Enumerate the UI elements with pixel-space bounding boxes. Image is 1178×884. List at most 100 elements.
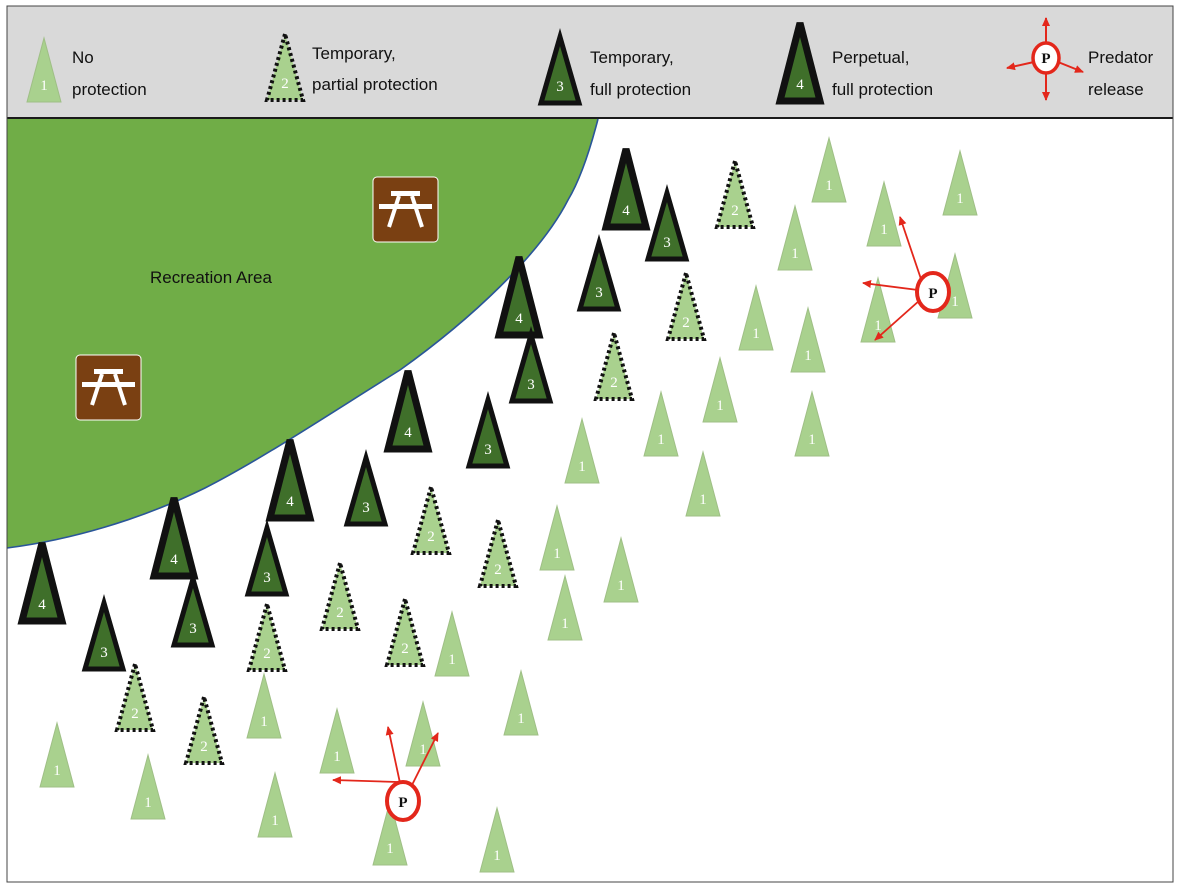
tree-level-1-icon: 1 xyxy=(547,574,583,641)
legend-label-level-1-line1: No xyxy=(72,48,94,67)
tree-level-label: 1 xyxy=(493,848,501,864)
tree-level-label: 2 xyxy=(427,529,435,545)
tree-level-1-icon: 1 xyxy=(319,707,355,774)
tree-level-label: 4 xyxy=(170,552,178,568)
tree-level-label: 1 xyxy=(699,492,707,508)
tree-level-2-icon: 2 xyxy=(665,265,707,341)
tree-level-label: 3 xyxy=(556,79,564,95)
legend-label-level-2-line2: partial protection xyxy=(312,75,438,94)
tree-level-1-icon: 1 xyxy=(539,504,575,571)
tree-level-1-icon: 1 xyxy=(434,610,470,677)
tree-level-3-icon: 3 xyxy=(537,27,583,106)
tree-level-2-icon: 2 xyxy=(714,153,756,229)
tree-level-label: 1 xyxy=(752,326,760,342)
tree-level-3-icon: 3 xyxy=(576,233,622,312)
tree-level-4-icon: 4 xyxy=(494,256,544,339)
tree-level-label: 2 xyxy=(494,562,502,578)
tree-level-1-icon: 1 xyxy=(39,721,75,788)
tree-level-1-icon: 1 xyxy=(738,284,774,351)
tree-level-label: 1 xyxy=(260,714,268,730)
tree-level-label: 3 xyxy=(595,285,603,301)
tree-level-label: 4 xyxy=(622,203,630,219)
tree-level-4-icon: 4 xyxy=(17,542,67,625)
tree-level-label: 3 xyxy=(362,500,370,516)
predator-release-marker: P xyxy=(332,726,439,822)
legend-label-level-3-line2: full protection xyxy=(590,80,691,99)
tree-level-label: 1 xyxy=(825,178,833,194)
predator-symbol: P xyxy=(928,286,937,302)
tree-level-label: 1 xyxy=(386,841,394,857)
tree-level-label: 1 xyxy=(657,432,665,448)
tree-level-label: 2 xyxy=(401,641,409,657)
legend-label-level-4-line2: full protection xyxy=(832,80,933,99)
legend-label-level-2-line1: Temporary, xyxy=(312,44,396,63)
tree-level-label: 2 xyxy=(263,646,271,662)
picnic-table-icon xyxy=(372,176,439,243)
tree-level-label: 1 xyxy=(40,78,48,94)
tree-level-label: 4 xyxy=(796,77,804,93)
legend: 1 2 3 4 No protection Temporary, partial pr… xyxy=(6,5,1174,119)
tree-level-label: 4 xyxy=(404,425,412,441)
tree-level-label: 1 xyxy=(874,318,882,334)
legend-predator-icon: P xyxy=(1006,17,1084,101)
tree-level-3-icon: 3 xyxy=(81,593,127,672)
tree-level-1-icon: 1 xyxy=(257,771,293,838)
tree-level-label: 1 xyxy=(578,459,586,475)
tree-level-label: 3 xyxy=(663,235,671,251)
legend-predator-symbol: P xyxy=(1041,51,1050,67)
tree-level-2-icon: 2 xyxy=(246,596,288,672)
tree-level-2-icon: 2 xyxy=(319,555,361,631)
tree-level-3-icon: 3 xyxy=(244,518,290,597)
tree-level-label: 4 xyxy=(286,494,294,510)
tree-level-1-icon: 1 xyxy=(643,390,679,457)
recreation-area-shape xyxy=(7,119,598,548)
tree-level-label: 1 xyxy=(617,578,625,594)
tree-level-label: 1 xyxy=(553,546,561,562)
legend-label-level-4-line1: Perpetual, xyxy=(832,48,910,67)
tree-level-1-icon: 1 xyxy=(503,669,539,736)
tree-level-3-icon: 3 xyxy=(343,448,389,527)
tree-level-label: 1 xyxy=(517,711,525,727)
tree-level-4-icon: 4 xyxy=(601,148,651,231)
tree-level-2-icon: 2 xyxy=(264,26,306,102)
tree-level-label: 1 xyxy=(53,763,61,779)
tree-level-label: 2 xyxy=(731,203,739,219)
tree-level-3-icon: 3 xyxy=(508,325,554,404)
predator-release-marker: P xyxy=(862,216,951,341)
tree-level-1-icon: 1 xyxy=(564,417,600,484)
tree-level-label: 2 xyxy=(200,739,208,755)
tree-level-3-icon: 3 xyxy=(170,569,216,648)
tree-level-1-icon: 1 xyxy=(246,672,282,739)
tree-level-4-icon: 4 xyxy=(775,22,825,105)
tree-level-3-icon: 3 xyxy=(644,183,690,262)
tree-level-2-icon: 2 xyxy=(477,512,519,588)
tree-level-label: 2 xyxy=(131,706,139,722)
tree-level-2-icon: 2 xyxy=(114,656,156,732)
tree-level-1-icon: 1 xyxy=(866,180,902,247)
picnic-table-icon xyxy=(75,354,142,421)
legend-label-level-1-line2: protection xyxy=(72,80,147,99)
tree-level-1-icon: 1 xyxy=(790,306,826,373)
tree-level-label: 1 xyxy=(951,294,959,310)
tree-level-1-icon: 1 xyxy=(405,700,441,767)
tree-level-1-icon: 1 xyxy=(811,136,847,203)
tree-level-3-icon: 3 xyxy=(465,390,511,469)
legend-background xyxy=(6,5,1174,119)
tree-level-label: 4 xyxy=(38,597,46,613)
recreation-area: Recreation Area xyxy=(6,118,599,549)
tree-level-label: 2 xyxy=(682,315,690,331)
tree-level-label: 1 xyxy=(271,813,279,829)
tree-level-label: 1 xyxy=(791,246,799,262)
tree-level-label: 4 xyxy=(515,311,523,327)
tree-level-2-icon: 2 xyxy=(384,591,426,667)
tree-level-1-icon: 1 xyxy=(26,36,62,103)
tree-level-2-icon: 2 xyxy=(593,325,635,401)
tree-level-label: 1 xyxy=(419,742,427,758)
tree-level-label: 1 xyxy=(804,348,812,364)
tree-level-1-icon: 1 xyxy=(794,390,830,457)
tree-level-1-icon: 1 xyxy=(942,149,978,216)
tree-level-1-icon: 1 xyxy=(130,753,166,820)
